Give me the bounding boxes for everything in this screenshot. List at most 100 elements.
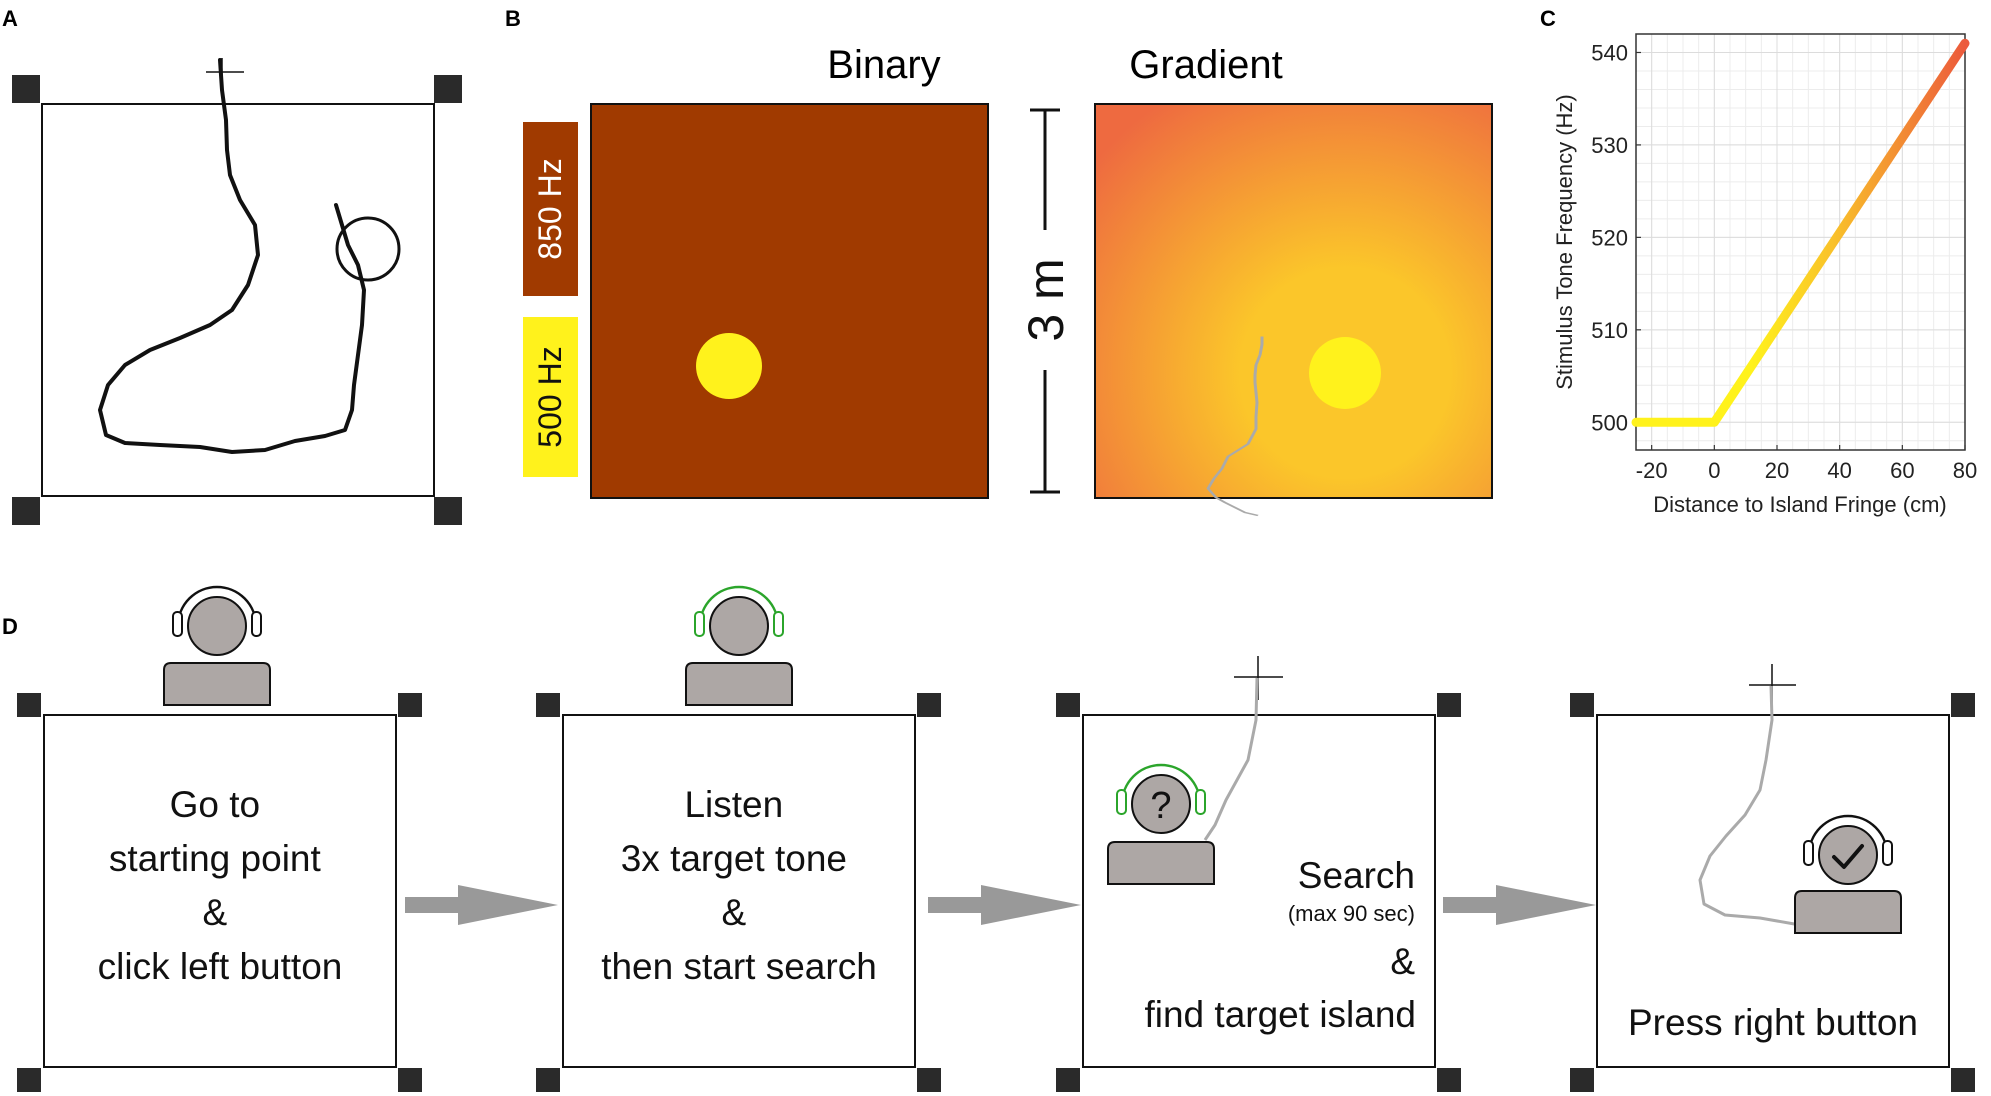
step-1-text: Go to starting point & click left button	[98, 784, 343, 987]
step-4-text: Press right button	[1628, 1002, 1918, 1043]
scale-bar	[1030, 108, 1060, 494]
earcup-right	[1882, 840, 1893, 866]
arena-corner-bl	[12, 497, 40, 525]
step-2-corner-br	[917, 1068, 941, 1092]
high-tone-label: 850 Hz	[532, 158, 568, 259]
person-body	[685, 662, 793, 706]
chart-grid	[1635, 33, 1966, 450]
target-island-circle	[335, 216, 401, 282]
person-body	[163, 662, 271, 706]
step-2-panel: Listen 3x target tone & then start searc…	[536, 585, 941, 1092]
step-4-corner-bl	[1570, 1068, 1594, 1092]
earcup-left	[1116, 789, 1127, 815]
x-tick-label: 0	[1708, 458, 1720, 483]
step-1-line-2: starting point	[109, 838, 322, 879]
high-tone-swatch	[523, 122, 578, 296]
earcup-left	[172, 611, 183, 637]
earcup-right	[1195, 789, 1206, 815]
step-2-corner-tr	[917, 693, 941, 717]
step-1-corner-tr	[398, 693, 422, 717]
person-head	[187, 596, 247, 656]
step-3-arena	[1082, 714, 1436, 1068]
y-tick-label: 500	[1591, 410, 1628, 435]
person-head	[1818, 825, 1878, 885]
step-2-text: Listen 3x target tone & then start searc…	[601, 784, 877, 987]
panel-a-label: A	[2, 6, 18, 31]
step-4-person	[1794, 814, 1902, 934]
step-4-panel: Press right button	[1570, 664, 1975, 1092]
step-3-amp: &	[1390, 941, 1415, 982]
binary-island	[696, 333, 762, 399]
step-3-corner-tl	[1056, 693, 1080, 717]
chart-frame	[1635, 33, 1966, 451]
step-3-find: find target island	[1144, 994, 1416, 1035]
low-tone-swatch	[523, 317, 578, 477]
y-tick-label: 530	[1591, 133, 1628, 158]
step-1-panel: Go to starting point & click left button	[17, 585, 422, 1092]
step-3-crosshair	[1234, 656, 1283, 700]
earcup-right	[773, 611, 784, 637]
step-4-corner-tl	[1570, 693, 1594, 717]
arena-corner-br	[434, 497, 462, 525]
arrow-3	[1443, 885, 1596, 925]
chart-xlabel: Distance to Island Fringe (cm)	[1653, 492, 1946, 517]
step-2-line-1: Listen	[684, 784, 783, 825]
start-crosshair	[206, 58, 244, 90]
step-1-person	[163, 585, 271, 706]
headphones-active-icon	[698, 585, 780, 627]
step-3-max-time: (max 90 sec)	[1288, 901, 1415, 926]
step-3-corner-tr	[1437, 693, 1461, 717]
step-2-corner-bl	[536, 1068, 560, 1092]
arena-border	[41, 103, 435, 497]
step-3-corner-br	[1437, 1068, 1461, 1092]
x-tick-label: 20	[1765, 458, 1789, 483]
step-3-panel: ? Search (max 90 sec) & find target isla…	[1056, 336, 1461, 1092]
headphones-active-icon	[1120, 763, 1202, 805]
panel-c-label: C	[1540, 6, 1556, 31]
step-2-line-2: 3x target tone	[621, 838, 847, 879]
step-2-person	[685, 585, 793, 706]
earcup-left	[694, 611, 705, 637]
mouse-trajectory	[98, 58, 366, 454]
step-3-corner-bl	[1056, 1068, 1080, 1092]
checkmark-icon	[1832, 844, 1864, 869]
scale-label: 3 m	[1018, 258, 1074, 341]
panel-d-label: D	[2, 614, 18, 639]
gradient-arena	[1094, 103, 1493, 499]
person-body	[1794, 890, 1902, 934]
step-1-line-4: click left button	[98, 946, 343, 987]
step-3-person: ?	[1107, 763, 1215, 885]
panel-a-arena	[12, 58, 462, 525]
gradient-title: Gradient	[1129, 43, 1282, 87]
step-1-corner-tl	[17, 693, 41, 717]
step-1-corner-br	[398, 1068, 422, 1092]
panel-b-label: B	[505, 6, 521, 31]
step-4-corner-tr	[1951, 693, 1975, 717]
step-2-arena	[562, 714, 916, 1068]
arena-corner-tr	[434, 75, 462, 103]
binary-arena	[590, 103, 989, 499]
step-1-arena	[43, 714, 397, 1068]
step-2-line-4: then start search	[601, 946, 877, 987]
step-4-corner-br	[1951, 1068, 1975, 1092]
arrow-2	[928, 885, 1081, 925]
gradient-island	[1309, 337, 1381, 409]
person-body	[1107, 841, 1215, 885]
headphones-icon	[1807, 814, 1889, 856]
low-tone-label: 500 Hz	[532, 346, 568, 447]
headphones-icon	[176, 585, 258, 627]
step-3-path	[1203, 677, 1259, 841]
step-1-line-1: Go to	[170, 784, 261, 825]
step-3-search: Search	[1298, 855, 1415, 896]
step-3-trajectory	[1206, 336, 1264, 517]
step-2-line-3: &	[722, 892, 747, 933]
arrow-1	[405, 885, 558, 925]
earcup-right	[251, 611, 262, 637]
person-head	[709, 596, 769, 656]
arena-corner-tl	[12, 75, 40, 103]
y-tick-label: 540	[1591, 40, 1628, 65]
question-mark-icon: ?	[1150, 785, 1171, 827]
frequency-series-line	[1631, 38, 1970, 427]
